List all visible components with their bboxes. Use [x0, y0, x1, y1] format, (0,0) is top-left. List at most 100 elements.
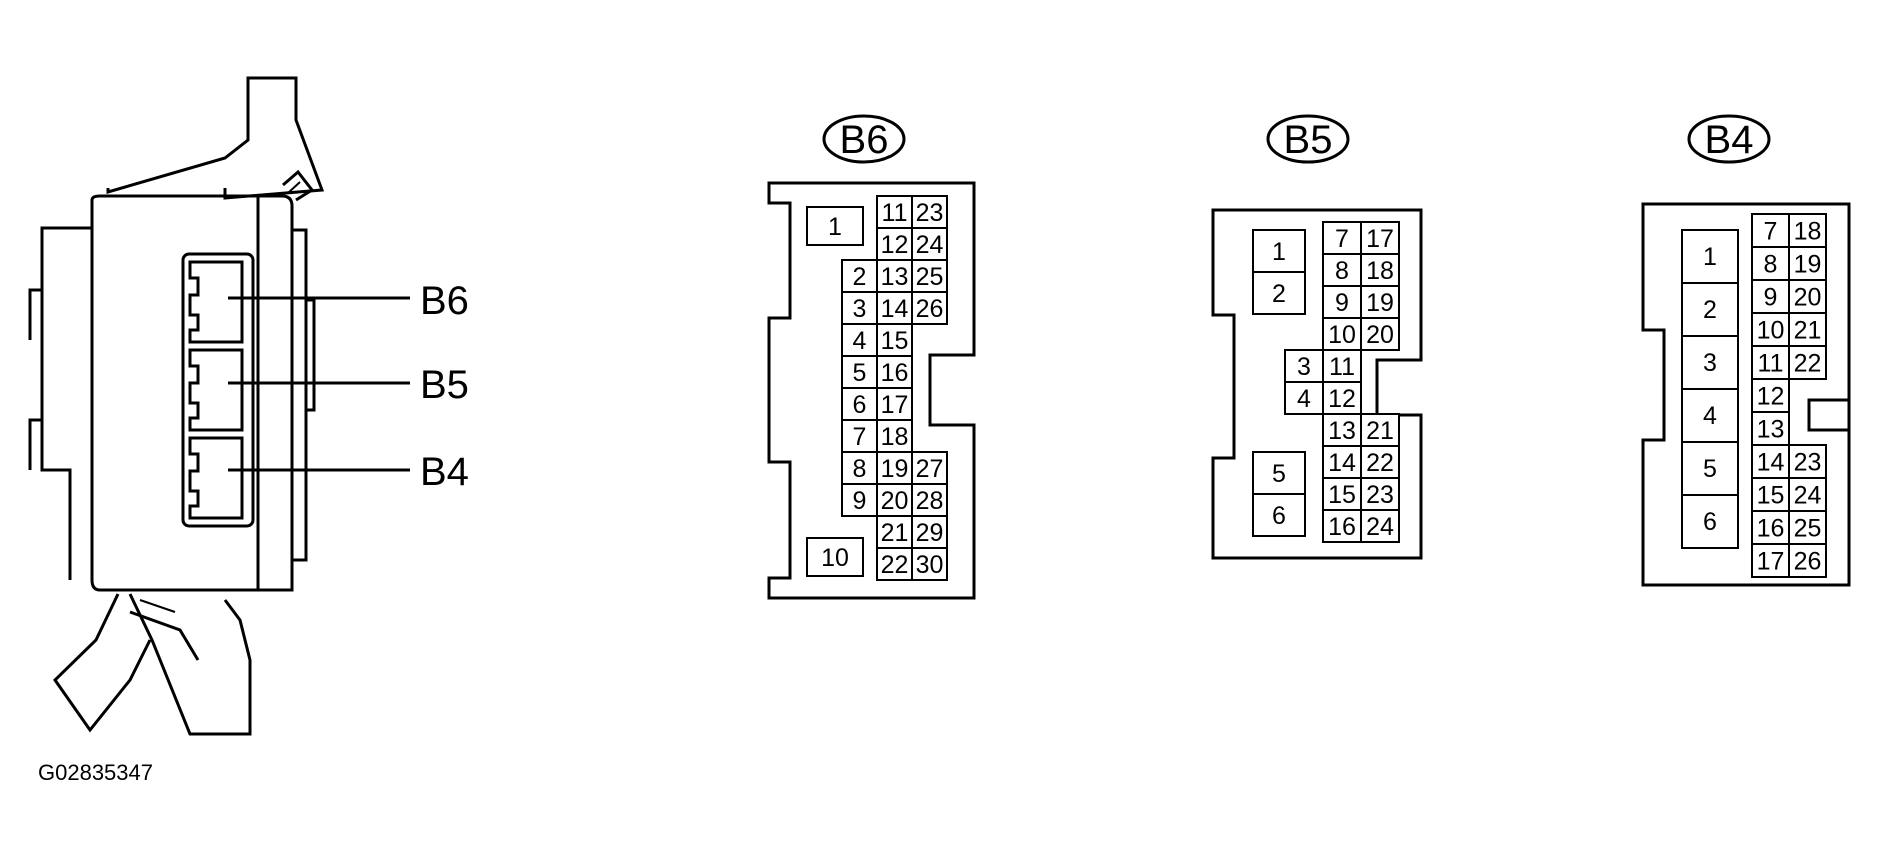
connector-b4-label-oval [1687, 114, 1771, 164]
b4-pin-5: 5 [1703, 455, 1717, 483]
b6-pin-24-cell [911, 227, 948, 261]
b4-pin-26: 26 [1794, 548, 1822, 576]
b6-pin-22-cell [876, 547, 913, 581]
b5-pin-19: 19 [1366, 289, 1394, 317]
b5-pin-3-cell [1284, 349, 1324, 383]
b5-pin-17-cell [1360, 221, 1400, 255]
b5-pin-2-cell [1252, 271, 1306, 315]
b6-pin-19: 19 [881, 455, 909, 483]
b5-pin-20-cell [1360, 317, 1400, 351]
b6-pin-8-cell [841, 451, 878, 485]
b4-pin-3: 3 [1703, 349, 1717, 377]
b4-pin-12-cell [1751, 378, 1790, 413]
b5-pin-13-cell [1322, 413, 1362, 447]
b5-pin-20: 20 [1366, 321, 1394, 349]
b6-pin-15: 15 [881, 327, 909, 355]
b6-pin-27: 27 [916, 455, 944, 483]
b4-pin-21: 21 [1794, 317, 1822, 345]
b5-pin-15: 15 [1328, 481, 1356, 509]
b5-pin-18: 18 [1366, 257, 1394, 285]
connector-b6: B6 [767, 114, 976, 600]
b6-pin-3: 3 [853, 295, 867, 323]
b4-pin-26-cell [1788, 543, 1827, 578]
b4-pin-20-cell [1788, 279, 1827, 314]
b6-pin-6: 6 [853, 391, 867, 419]
b5-pin-13: 13 [1328, 417, 1356, 445]
connector-b5-housing [1211, 208, 1423, 560]
connector-b4-label: B4 [1705, 118, 1754, 162]
junction-block-side-view [28, 76, 410, 736]
b5-pin-22: 22 [1366, 449, 1394, 477]
b4-pin-25-cell [1788, 510, 1827, 545]
b6-pin-26-cell [911, 291, 948, 325]
b6-pin-4-cell [841, 323, 878, 357]
socket-b6 [188, 260, 244, 344]
b4-pin-7: 7 [1764, 218, 1778, 246]
b4-pin-9: 9 [1764, 284, 1778, 312]
b6-pin-13: 13 [881, 263, 909, 291]
b6-pin-25: 25 [916, 263, 944, 291]
b6-pin-9-cell [841, 483, 878, 517]
b5-pin-22-cell [1360, 445, 1400, 479]
b6-pin-23: 23 [916, 199, 944, 227]
b6-pin-30: 30 [916, 551, 944, 579]
callout-b6: B6 [420, 279, 469, 323]
b5-pin-12-cell [1322, 381, 1362, 415]
b5-pin-3: 3 [1297, 353, 1311, 381]
b6-pin-7-cell [841, 419, 878, 453]
b4-pin-23-cell [1788, 444, 1827, 479]
b6-pin-20: 20 [881, 487, 909, 515]
b6-pin-10-cell [806, 537, 864, 577]
b6-pin-30-cell [911, 547, 948, 581]
b4-pin-17: 17 [1757, 548, 1785, 576]
b4-pin-22: 22 [1794, 350, 1822, 378]
connector-b4-housing [1641, 202, 1851, 587]
b4-pin-16: 16 [1757, 515, 1785, 543]
b4-pin-14-cell [1751, 444, 1790, 479]
b5-pin-10: 10 [1328, 321, 1356, 349]
callout-b4: B4 [420, 450, 469, 494]
b6-pin-2-cell [841, 259, 878, 293]
b6-pin-11: 11 [882, 199, 908, 227]
b5-pin-17: 17 [1366, 225, 1394, 253]
b4-pin-5-cell [1681, 441, 1739, 496]
b6-pin-2: 2 [853, 263, 867, 291]
b6-pin-18: 18 [881, 423, 909, 451]
b6-pin-5-cell [841, 355, 878, 389]
b6-pin-29: 29 [916, 519, 944, 547]
b4-pin-10: 10 [1757, 317, 1785, 345]
b5-pin-9: 9 [1335, 289, 1349, 317]
b4-pin-15: 15 [1757, 482, 1785, 510]
b4-pin-19: 19 [1794, 251, 1822, 279]
b5-pin-15-cell [1322, 477, 1362, 511]
b6-pin-7: 7 [853, 423, 867, 451]
b5-pin-14: 14 [1328, 449, 1356, 477]
b4-pin-1-cell [1681, 229, 1739, 284]
b5-pin-21: 21 [1366, 417, 1394, 445]
b6-pin-4: 4 [853, 327, 867, 355]
b4-pin-13: 13 [1757, 416, 1785, 444]
b5-pin-4-cell [1284, 381, 1324, 415]
b6-pin-12: 12 [881, 231, 909, 259]
b5-pin-24: 24 [1366, 513, 1394, 541]
b4-pin-18: 18 [1794, 218, 1822, 246]
b4-pin-15-cell [1751, 477, 1790, 512]
b6-pin-1-cell [806, 206, 864, 246]
b6-pin-26: 26 [916, 295, 944, 323]
b5-pin-6: 6 [1272, 502, 1286, 530]
b4-pin-2: 2 [1703, 296, 1717, 324]
figure-id: G02835347 [38, 760, 153, 785]
b4-pin-24-cell [1788, 477, 1827, 512]
b6-pin-9: 9 [853, 487, 867, 515]
connector-b5-label: B5 [1284, 118, 1333, 162]
b4-pin-23: 23 [1794, 449, 1822, 477]
connector-b4: B4 [1641, 114, 1851, 587]
b4-pin-21-cell [1788, 312, 1827, 347]
b6-pin-10: 10 [821, 544, 849, 572]
b6-pin-5: 5 [853, 359, 867, 387]
b4-pin-6-cell [1681, 494, 1739, 549]
b5-pin-16: 16 [1328, 513, 1356, 541]
socket-b4 [188, 436, 244, 520]
b5-pin-8: 8 [1335, 257, 1349, 285]
b6-pin-21-cell [876, 515, 913, 549]
